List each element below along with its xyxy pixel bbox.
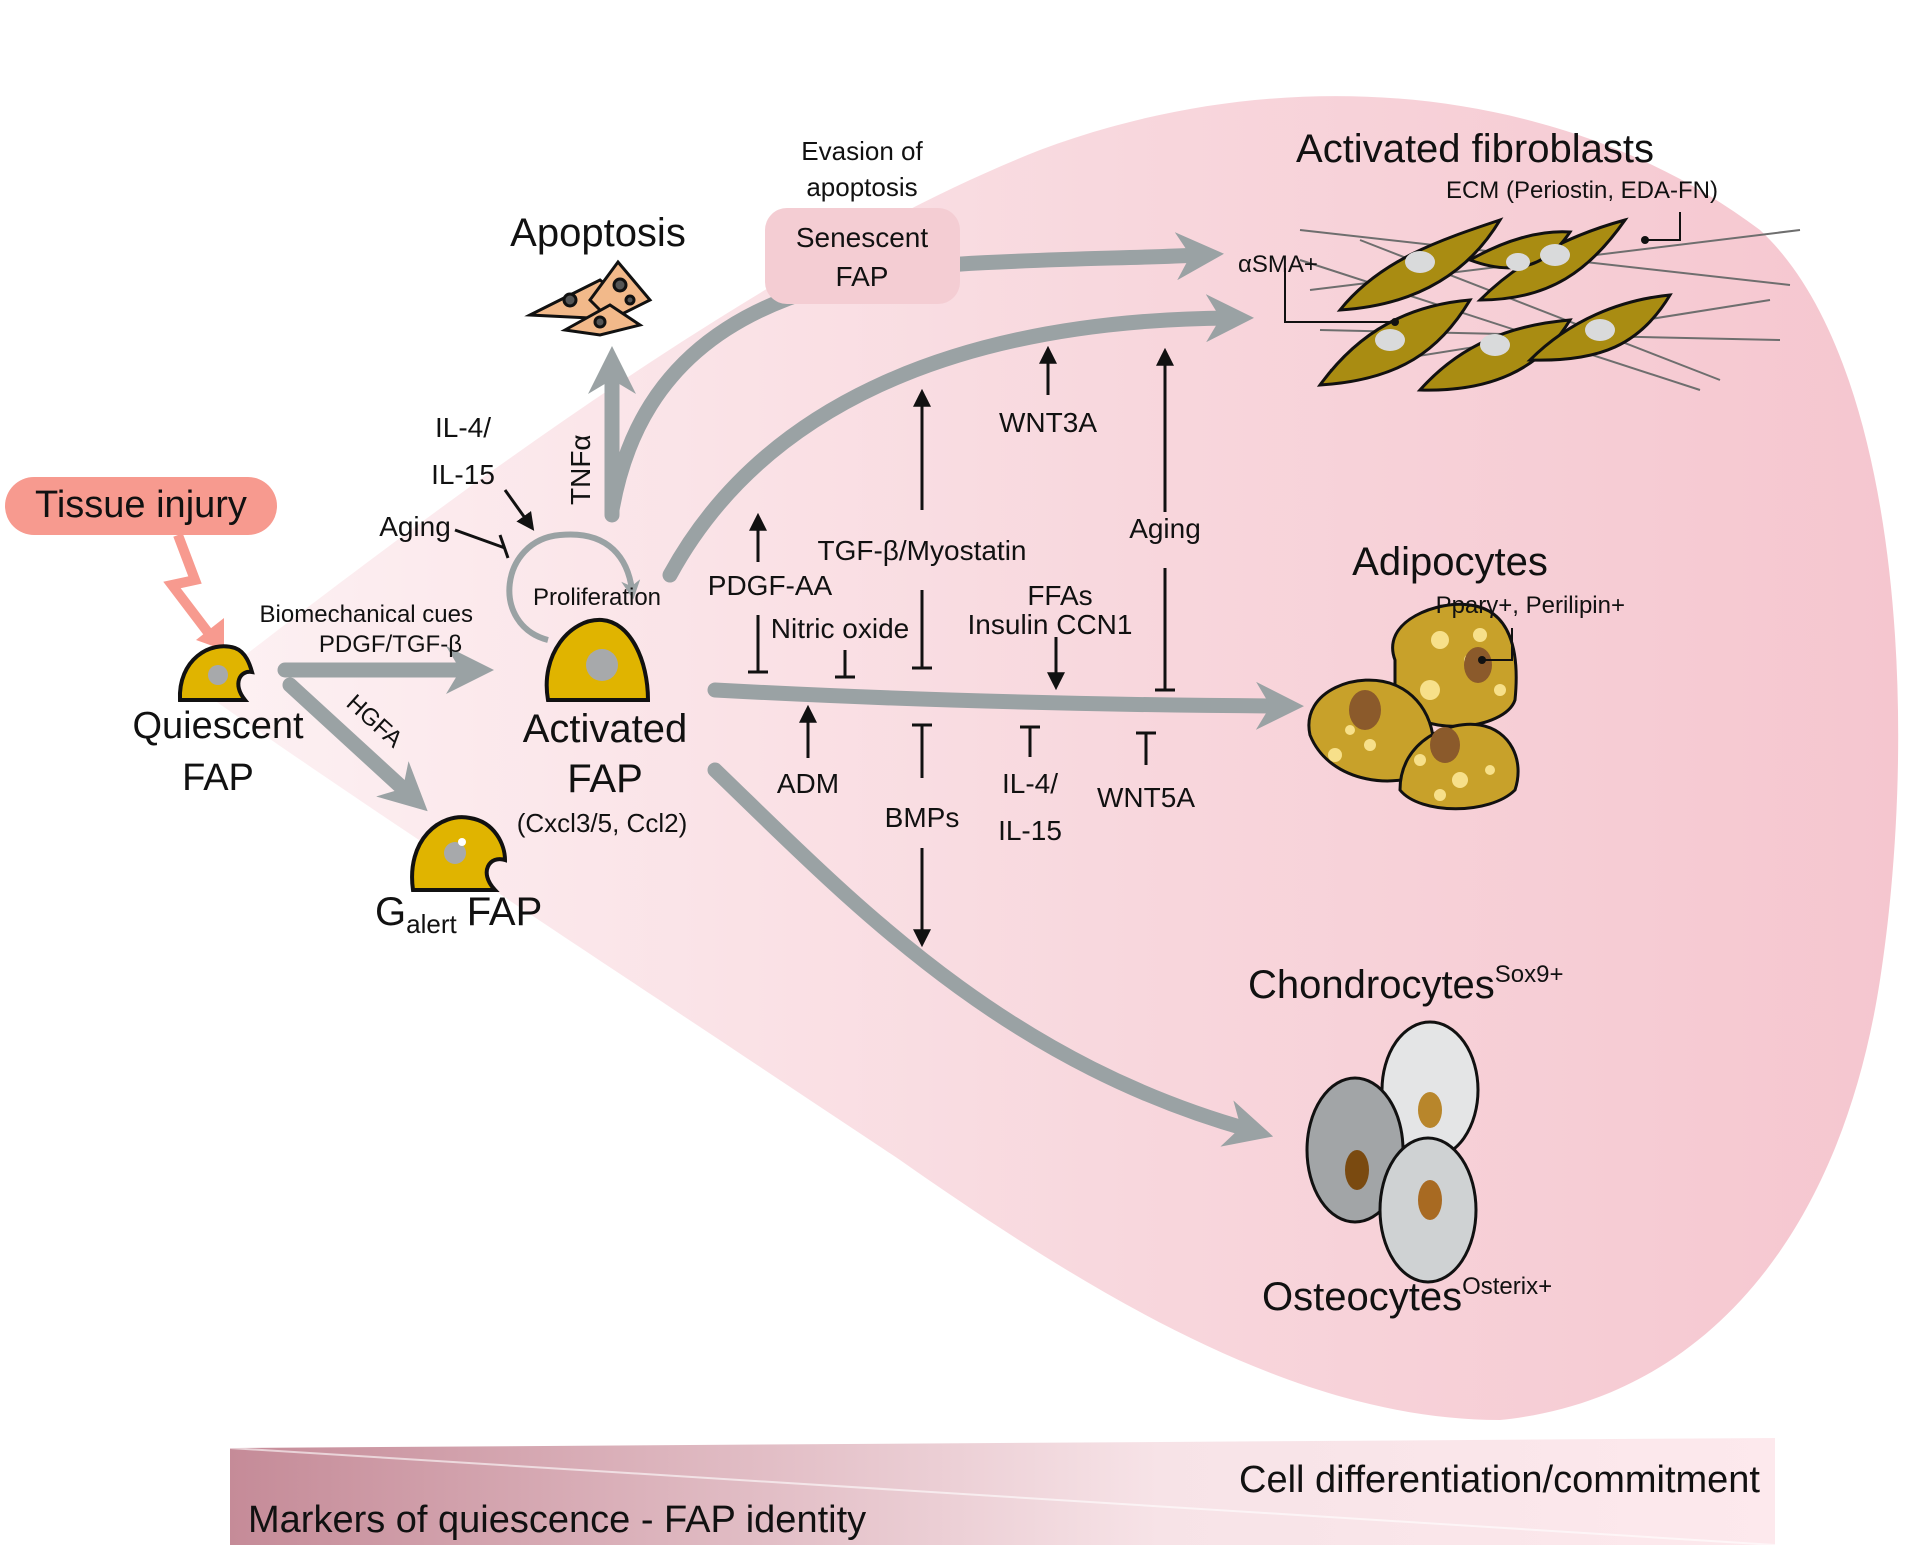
quiescent-fap-label-1: Quiescent — [132, 705, 304, 747]
lightning-bolt — [163, 533, 214, 639]
senescent-label-2: FAP — [836, 261, 889, 292]
aging-right-label: Aging — [1129, 513, 1201, 544]
osteocytes-label: OsteocytesOsterix+ — [1262, 1273, 1552, 1319]
lightning-bolt-head — [196, 618, 224, 650]
tissue-injury-box — [5, 477, 277, 535]
proliferation-loop-arrow — [506, 531, 641, 643]
wnt3a-label: WNT3A — [999, 407, 1097, 438]
il4-proliferation-arrow — [503, 489, 535, 531]
asma-label: αSMA+ — [1238, 251, 1318, 278]
evasion-label-2: apoptosis — [806, 172, 917, 202]
apoptosis-label: Apoptosis — [510, 211, 686, 255]
chondro-osteocyte-cluster — [1305, 1020, 1480, 1284]
activated-fap-label-2: FAP — [567, 757, 643, 801]
senescent-label-1: Senescent — [796, 222, 929, 253]
tnfa-label: TNFα — [565, 434, 596, 505]
aging-inhibit-line — [454, 528, 506, 550]
ppar-perilipin-label: Pparγ+, Perilipin+ — [1436, 592, 1625, 619]
differentiation-cone — [200, 96, 1899, 1421]
quiescent-fap-label-2: FAP — [182, 757, 254, 799]
activated-fibroblasts-label: Activated fibroblasts — [1296, 127, 1654, 171]
activated-fap-markers: (Cxcl3/5, Ccl2) — [517, 808, 687, 838]
il15-lower-label: IL-15 — [998, 815, 1062, 846]
arrow-to-activated-fibroblasts — [662, 294, 1254, 583]
adipocytes-label: Adipocytes — [1352, 540, 1548, 584]
arrow-to-adipocytes — [707, 681, 1304, 730]
markers-quiescence-label: Markers of quiescence - FAP identity — [248, 1499, 866, 1541]
nitric-oxide-label: Nitric oxide — [771, 613, 909, 644]
adm-label: ADM — [777, 768, 839, 799]
ffas-label: FFAs — [1027, 580, 1092, 611]
activated-fap-cell — [544, 617, 651, 702]
tgfb-myostatin-label: TGF-β/Myostatin — [817, 535, 1026, 566]
il15-label: IL-15 — [431, 459, 495, 490]
senescent-fap-box — [765, 208, 960, 304]
gradient-bar — [230, 1438, 1775, 1545]
quiescent-fap-cell — [177, 644, 255, 702]
biomechanical-cues-label: Biomechanical cues — [260, 601, 473, 628]
evasion-label-1: Evasion of — [801, 136, 923, 166]
il4-label: IL-4/ — [435, 412, 491, 443]
arrow-to-chondrocytes — [707, 762, 1274, 1147]
insulin-ccn1-label: Insulin CCN1 — [968, 609, 1133, 640]
pdgf-tgfb-label: PDGF/TGF-β — [319, 631, 462, 658]
pdgfaa-label: PDGF-AA — [708, 570, 833, 601]
ecm-label: ECM (Periostin, EDA-FN) — [1446, 177, 1718, 204]
fibroblast-cluster — [1284, 212, 1801, 392]
apoptotic-cells — [524, 259, 653, 337]
adipocyte-cluster — [1307, 602, 1520, 811]
chondrocytes-label: ChondrocytesSox9+ — [1248, 961, 1564, 1007]
galert-fap-cell — [410, 815, 508, 892]
proliferation-label: Proliferation — [533, 584, 661, 611]
arrow-quiescent-to-galert — [282, 677, 428, 812]
wnt5a-label: WNT5A — [1097, 782, 1195, 813]
tissue-injury-label: Tissue injury — [35, 484, 247, 526]
aging-left-label: Aging — [379, 511, 451, 542]
il4-lower-label: IL-4/ — [1002, 768, 1058, 799]
bmps-label: BMPs — [885, 802, 960, 833]
cell-differentiation-label: Cell differentiation/commitment — [1239, 1459, 1760, 1501]
activated-fap-label-1: Activated — [523, 707, 688, 751]
